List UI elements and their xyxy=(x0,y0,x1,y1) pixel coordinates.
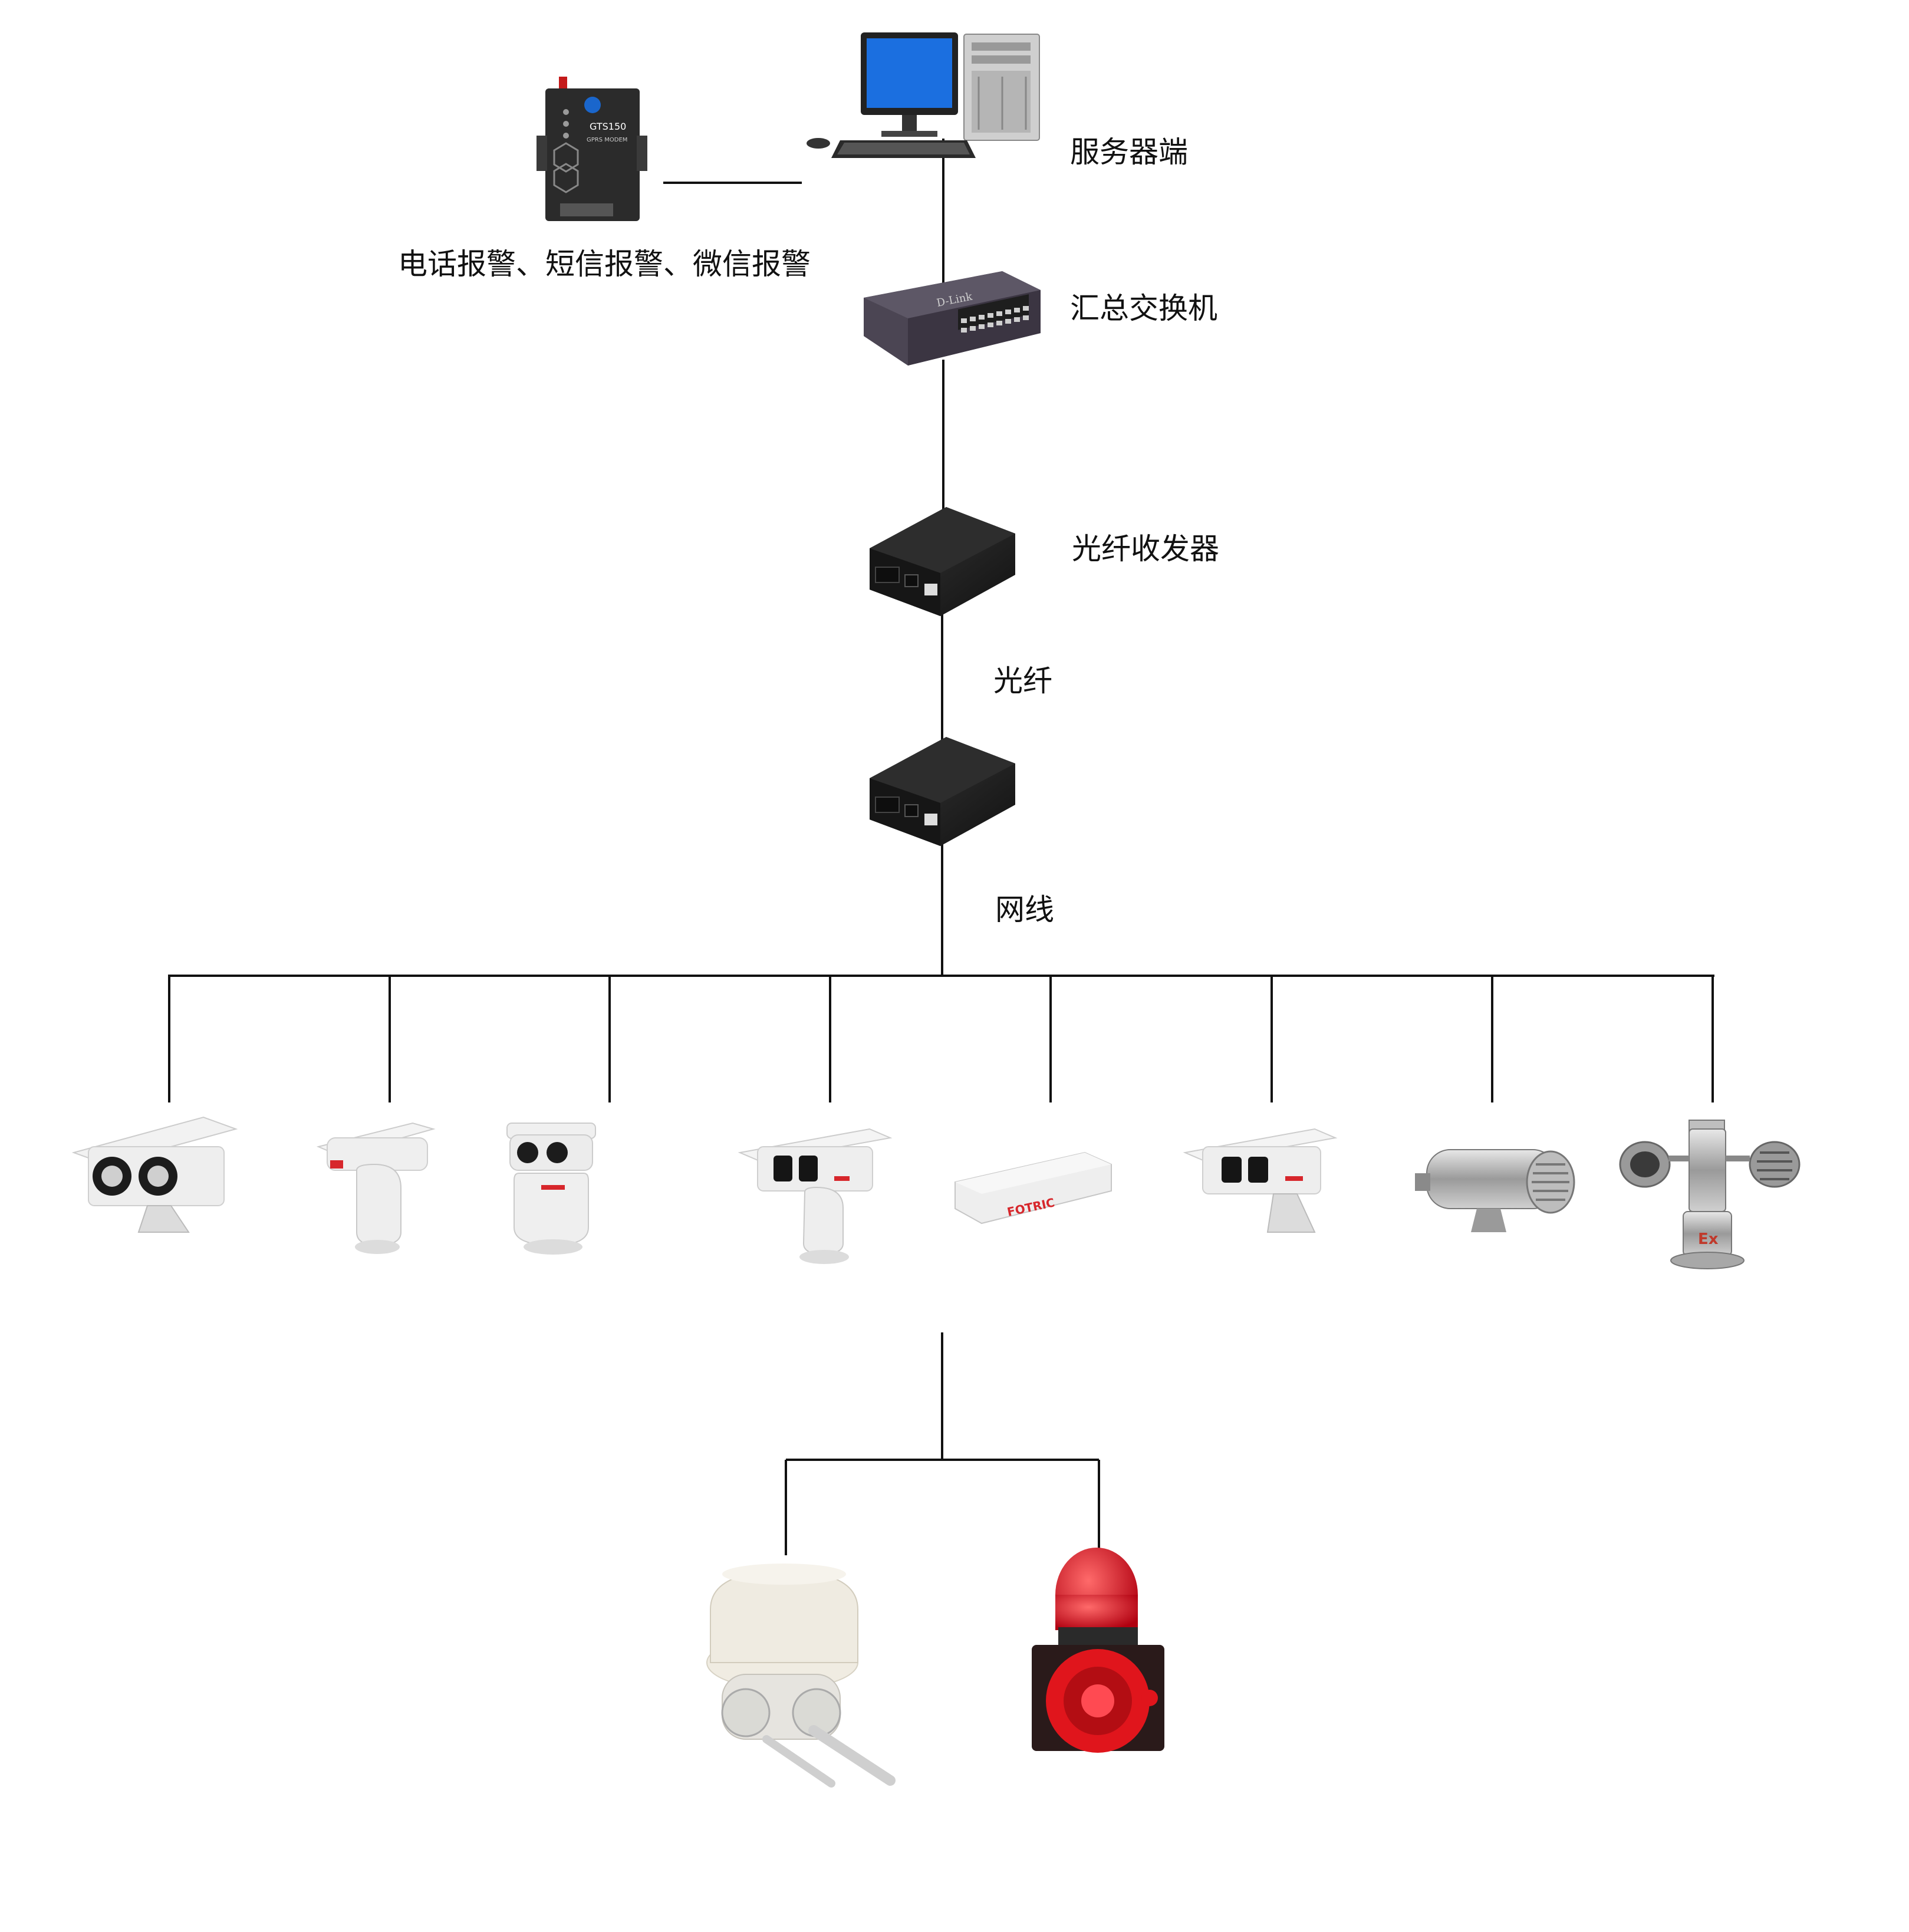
switch-label: 汇总交换机 xyxy=(1070,291,1217,325)
camera-7-stainless-housing xyxy=(1415,1149,1575,1232)
camera-1-dual-lens-box xyxy=(71,1116,238,1233)
fiber-label: 光纤 xyxy=(993,664,1052,698)
server-computer xyxy=(807,32,1040,158)
tower-case-icon xyxy=(963,34,1040,141)
connection-wires xyxy=(168,139,1714,1555)
server-label: 服务器端 xyxy=(1070,135,1188,169)
mouse-icon xyxy=(807,138,830,149)
alarm-methods-label: 电话报警、短信报警、微信报警 xyxy=(398,247,811,281)
ex-mark: Ex xyxy=(1698,1230,1719,1248)
camera-5-long-housing: FOTRIC xyxy=(954,1151,1112,1225)
keyboard-icon xyxy=(831,140,976,158)
aggregation-switch: D-Link xyxy=(864,271,1041,366)
camera-6-dual-window-box xyxy=(1183,1128,1338,1233)
fire-water-cannon xyxy=(706,1564,896,1788)
gprs-modem-model: GTS150 xyxy=(590,121,626,132)
gprs-modem: GTS150 GPRS MODEM xyxy=(537,77,647,221)
sound-light-alarm-siren xyxy=(1032,1548,1164,1753)
camera-3-compact-ptz xyxy=(506,1123,596,1255)
monitor-icon xyxy=(861,32,958,137)
camera-2-ptz-housing xyxy=(316,1122,436,1254)
fiber-transceiver-top xyxy=(870,507,1015,616)
transceiver-label: 光纤收发器 xyxy=(1072,532,1219,566)
camera-8-explosion-proof-ptz: Ex xyxy=(1619,1120,1801,1269)
fiber-transceiver-bottom xyxy=(870,737,1015,846)
camera-4-dual-window-ptz xyxy=(738,1128,893,1264)
gprs-modem-sub: GPRS MODEM xyxy=(587,137,627,143)
network-cable-label: 网线 xyxy=(995,893,1054,927)
